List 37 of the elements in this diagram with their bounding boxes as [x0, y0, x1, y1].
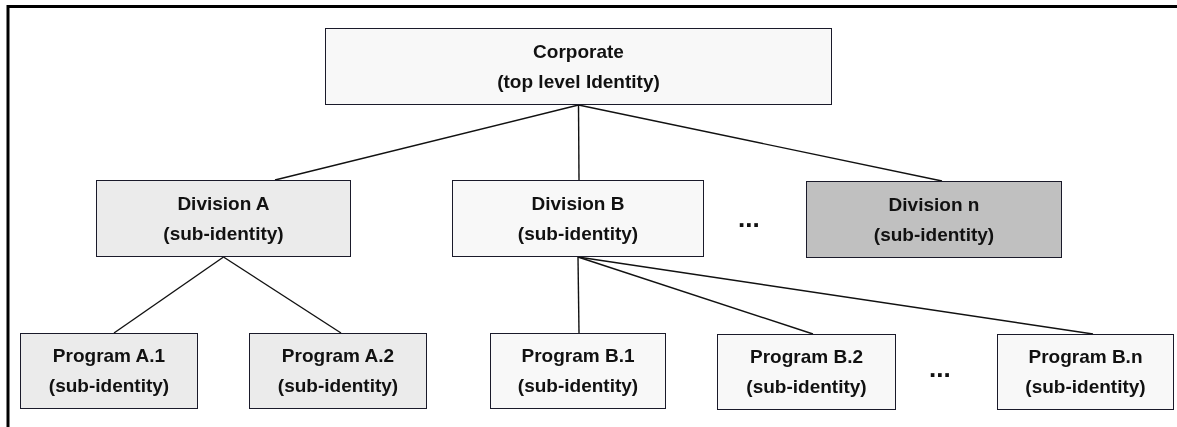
connector-line: [577, 256, 814, 335]
division-box: [452, 180, 704, 257]
ellipsis: ...: [738, 208, 760, 228]
node-title: Corporate: [533, 39, 624, 64]
corporate-box: [325, 28, 832, 105]
connector-line: [274, 104, 580, 181]
node-subtitle: (sub-identity): [517, 374, 639, 398]
node-title: Program B.2: [750, 345, 863, 369]
node-subtitle: (sub-identity): [873, 222, 995, 247]
node-subtitle: (sub-identity): [746, 375, 867, 399]
node-subtitle: (top level Identity): [497, 69, 660, 94]
node-subtitle: (sub-identity): [1025, 375, 1146, 399]
node-subtitle: (sub-identity): [517, 221, 639, 246]
division-box: [96, 180, 351, 257]
node-title: Division n: [888, 192, 980, 217]
node-title: Division B: [531, 191, 625, 216]
connector-line: [577, 256, 1094, 335]
program-box: [20, 333, 198, 409]
connector-line: [222, 256, 342, 334]
node-title: Division A: [177, 191, 270, 216]
connector-line: [113, 256, 225, 334]
ellipsis: ...: [929, 358, 951, 378]
node-subtitle: (sub-identity): [48, 374, 170, 398]
node-title: Program B.n: [1028, 345, 1143, 369]
connector-line: [577, 104, 580, 181]
node-title: Program A.1: [52, 344, 166, 368]
program-box: [997, 334, 1174, 410]
program-box: [490, 333, 666, 409]
node-subtitle: (sub-identity): [163, 221, 284, 246]
connector-line: [577, 104, 943, 182]
division-box: [806, 181, 1062, 258]
program-box: [249, 333, 427, 409]
connector-line: [577, 256, 580, 334]
node-title: Program A.2: [281, 344, 395, 368]
node-subtitle: (sub-identity): [277, 374, 399, 398]
node-title: Program B.1: [521, 344, 635, 368]
program-box: [717, 334, 896, 410]
